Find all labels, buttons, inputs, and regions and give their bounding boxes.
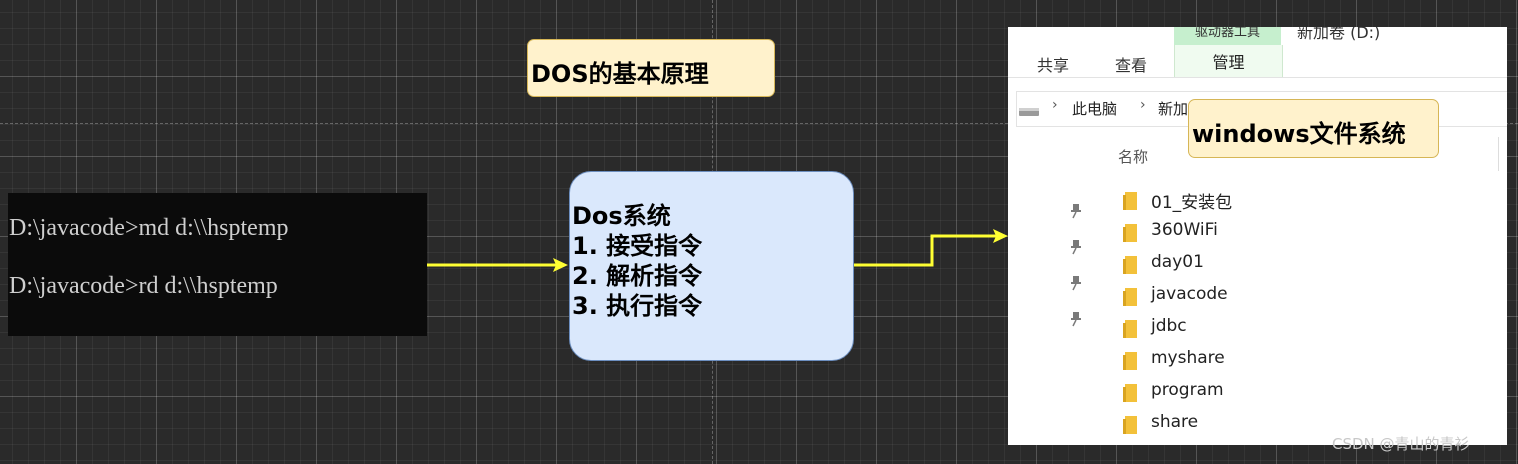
console-line-rd: D:\javacode>rd d:\\hsptemp <box>9 273 278 299</box>
folder-icon <box>1123 256 1137 274</box>
console-line-md: D:\javacode>md d:\\hsptemp <box>9 215 289 241</box>
pin-icon[interactable] <box>1068 239 1084 259</box>
dos-step-execute: 3. 执行指令 <box>572 292 703 320</box>
file-name: 01_安装包 <box>1151 193 1233 213</box>
diagram-title: DOS的基本原理 <box>531 60 709 88</box>
pin-icon[interactable] <box>1068 311 1084 331</box>
breadcrumb-this-pc[interactable]: 此电脑 <box>1072 100 1118 118</box>
folder-icon <box>1123 192 1137 210</box>
chevron-right-icon[interactable]: › <box>1140 97 1146 113</box>
drive-icon <box>1019 108 1039 116</box>
file-explorer-window: 驱动器工具 管理 新加卷 (D:) 共享 查看 › 此电脑 › 新加 名称 01… <box>1008 27 1507 445</box>
column-header-name[interactable]: 名称 <box>1118 148 1149 166</box>
arrow-dos-to-filesystem[interactable] <box>854 229 1008 267</box>
diagram-title-box[interactable]: DOS的基本原理 <box>527 39 775 97</box>
folder-icon <box>1123 384 1137 402</box>
file-name: share <box>1151 412 1199 432</box>
folder-icon <box>1123 288 1137 306</box>
column-divider[interactable] <box>1498 137 1499 171</box>
folder-icon <box>1123 224 1137 242</box>
arrow-console-to-dos[interactable] <box>427 258 568 272</box>
dos-step-parse: 2. 解析指令 <box>572 262 703 290</box>
folder-icon <box>1123 416 1137 434</box>
window-title: 新加卷 (D:) <box>1297 27 1381 42</box>
windows-filesystem-box[interactable]: windows文件系统 <box>1188 99 1439 158</box>
dos-system-heading: Dos系统 <box>572 202 671 230</box>
file-name: myshare <box>1151 348 1225 368</box>
tab-share[interactable]: 共享 <box>1037 56 1070 75</box>
chevron-right-icon[interactable]: › <box>1052 97 1058 113</box>
guide-line-horizontal <box>0 123 1518 124</box>
file-name: javacode <box>1151 284 1228 304</box>
dos-step-receive: 1. 接受指令 <box>572 232 703 260</box>
watermark: CSDN @青山的青衫 <box>1332 435 1470 453</box>
file-name: day01 <box>1151 252 1204 272</box>
file-name: jdbc <box>1151 316 1187 336</box>
ribbon-divider <box>1008 77 1507 78</box>
file-name: 360WiFi <box>1151 220 1218 240</box>
dos-console: D:\javacode>md d:\\hsptemp D:\javacode>r… <box>8 193 427 336</box>
pin-icon[interactable] <box>1068 275 1084 295</box>
breadcrumb-drive[interactable]: 新加 <box>1158 100 1189 118</box>
dos-system-box[interactable]: Dos系统 1. 接受指令 2. 解析指令 3. 执行指令 <box>569 171 854 361</box>
file-name: program <box>1151 380 1224 400</box>
folder-icon <box>1123 320 1137 338</box>
pin-icon[interactable] <box>1068 203 1084 223</box>
windows-filesystem-label: windows文件系统 <box>1192 120 1406 148</box>
driver-tools-context-label: 驱动器工具 <box>1174 27 1281 45</box>
tab-view[interactable]: 查看 <box>1115 56 1148 75</box>
folder-icon <box>1123 352 1137 370</box>
tab-manage[interactable]: 管理 <box>1174 45 1283 77</box>
